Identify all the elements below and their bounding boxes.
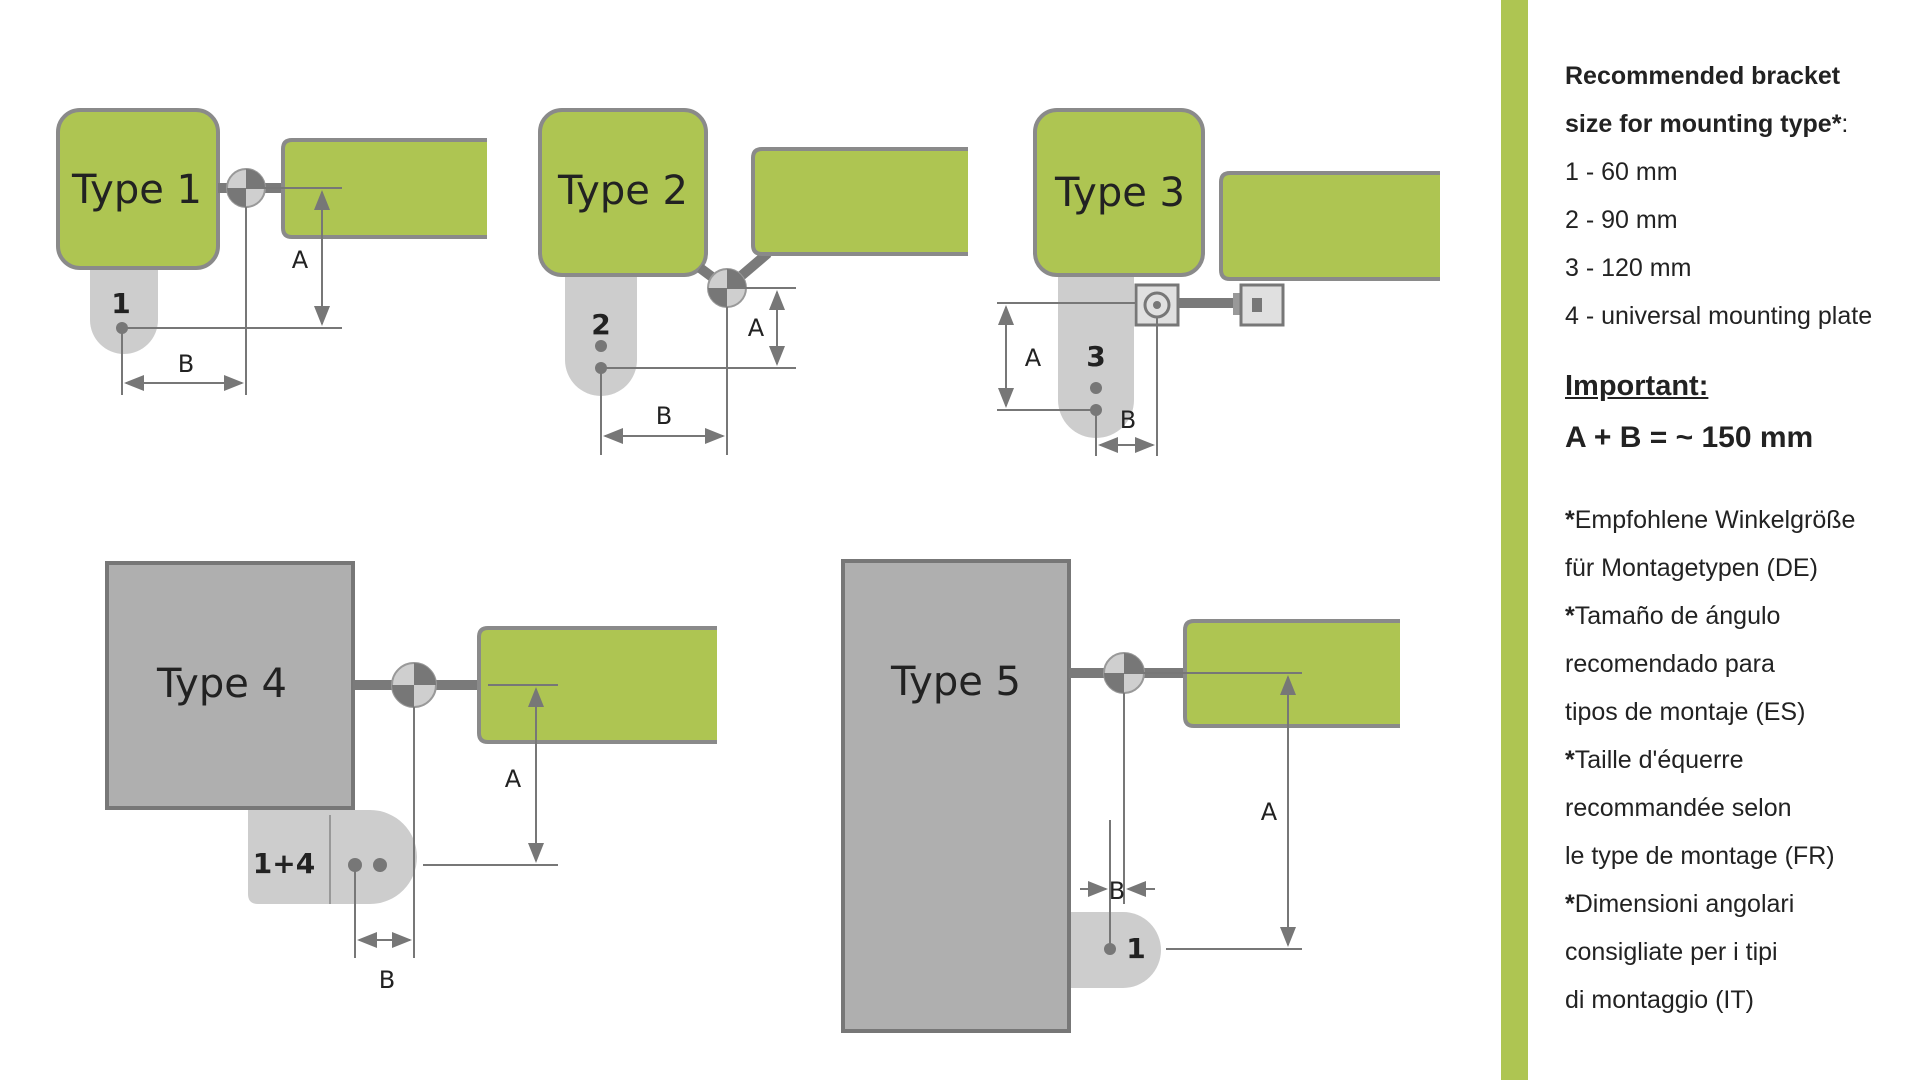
type1-bracket-number: 1 (111, 287, 130, 320)
type1-dim-a: A (292, 246, 309, 274)
formula-text: A + B = ~ 150 mm (1565, 421, 1814, 454)
translation-fr: *Taille d'équerre recommandée selon le t… (1565, 746, 1835, 870)
type1-dim-b: B (178, 350, 194, 378)
size-item-3: 3 - 120 mm (1565, 254, 1692, 282)
type2-diagram: Type 2 2 A B (538, 108, 968, 455)
type3-dim-b: B (1120, 406, 1136, 434)
mounting-types-diagram: Type 1 1 A B Type 2 2 (56, 108, 1440, 1033)
type2-bracket (565, 270, 637, 396)
info-heading-line2: size for mounting type*: (1565, 110, 1849, 138)
type3-dim-a: A (1025, 344, 1042, 372)
type4-dim-b: B (379, 966, 395, 994)
type3-clamp-icon (1233, 283, 1285, 327)
important-heading: Important: (1565, 370, 1709, 402)
size-item-4: 4 - universal mounting plate (1565, 302, 1873, 330)
translation-es: *Tamaño de ángulo recomendado para tipos… (1565, 602, 1806, 726)
type1-bracket (90, 255, 158, 354)
size-item-2: 2 - 90 mm (1565, 206, 1678, 234)
translation-it: *Dimensioni angolari consigliate per i t… (1565, 890, 1795, 1014)
info-panel: Recommended bracket size for mounting ty… (1565, 52, 1915, 1024)
type4-bracket-number: 1+4 (253, 847, 315, 880)
type5-dim-a: A (1261, 798, 1278, 826)
type2-unit (538, 108, 708, 277)
type3-bracket (1058, 272, 1134, 438)
type4-dim-a: A (505, 765, 522, 793)
type4-joint (391, 662, 437, 708)
type3-mounted-panel (1219, 171, 1440, 281)
type1-diagram: Type 1 1 A B (56, 108, 487, 395)
type3-label: Type 3 (1054, 170, 1185, 216)
type5-dim-b: B (1109, 877, 1125, 905)
type1-label: Type 1 (71, 167, 202, 213)
type2-mounted-panel (751, 147, 968, 256)
type2-dim-a: A (748, 314, 765, 342)
type2-bracket-number: 2 (591, 308, 610, 341)
type5-bracket-number: 1 (1126, 932, 1145, 965)
type3-diagram: Type 3 3 A B (997, 108, 1440, 456)
info-heading-line1: Recommended bracket (1565, 62, 1841, 90)
type4-diagram: Type 4 1+4 A B (105, 561, 717, 994)
type3-bracket-number: 3 (1086, 340, 1105, 373)
type3-unit (1033, 108, 1205, 277)
type2-label: Type 2 (557, 168, 688, 214)
type5-unit (841, 559, 1071, 1033)
accent-divider-bar (1501, 0, 1528, 1080)
type5-diagram: Type 5 1 A B (841, 559, 1400, 1033)
type2-dim-b: B (656, 402, 672, 430)
type4-unit (105, 561, 355, 810)
type5-label: Type 5 (890, 659, 1021, 705)
type4-label: Type 4 (156, 661, 287, 707)
size-item-1: 1 - 60 mm (1565, 158, 1678, 186)
type4-bracket (248, 800, 417, 904)
translation-de: *Empfohlene Winkelgröße für Montagetypen… (1565, 506, 1856, 582)
